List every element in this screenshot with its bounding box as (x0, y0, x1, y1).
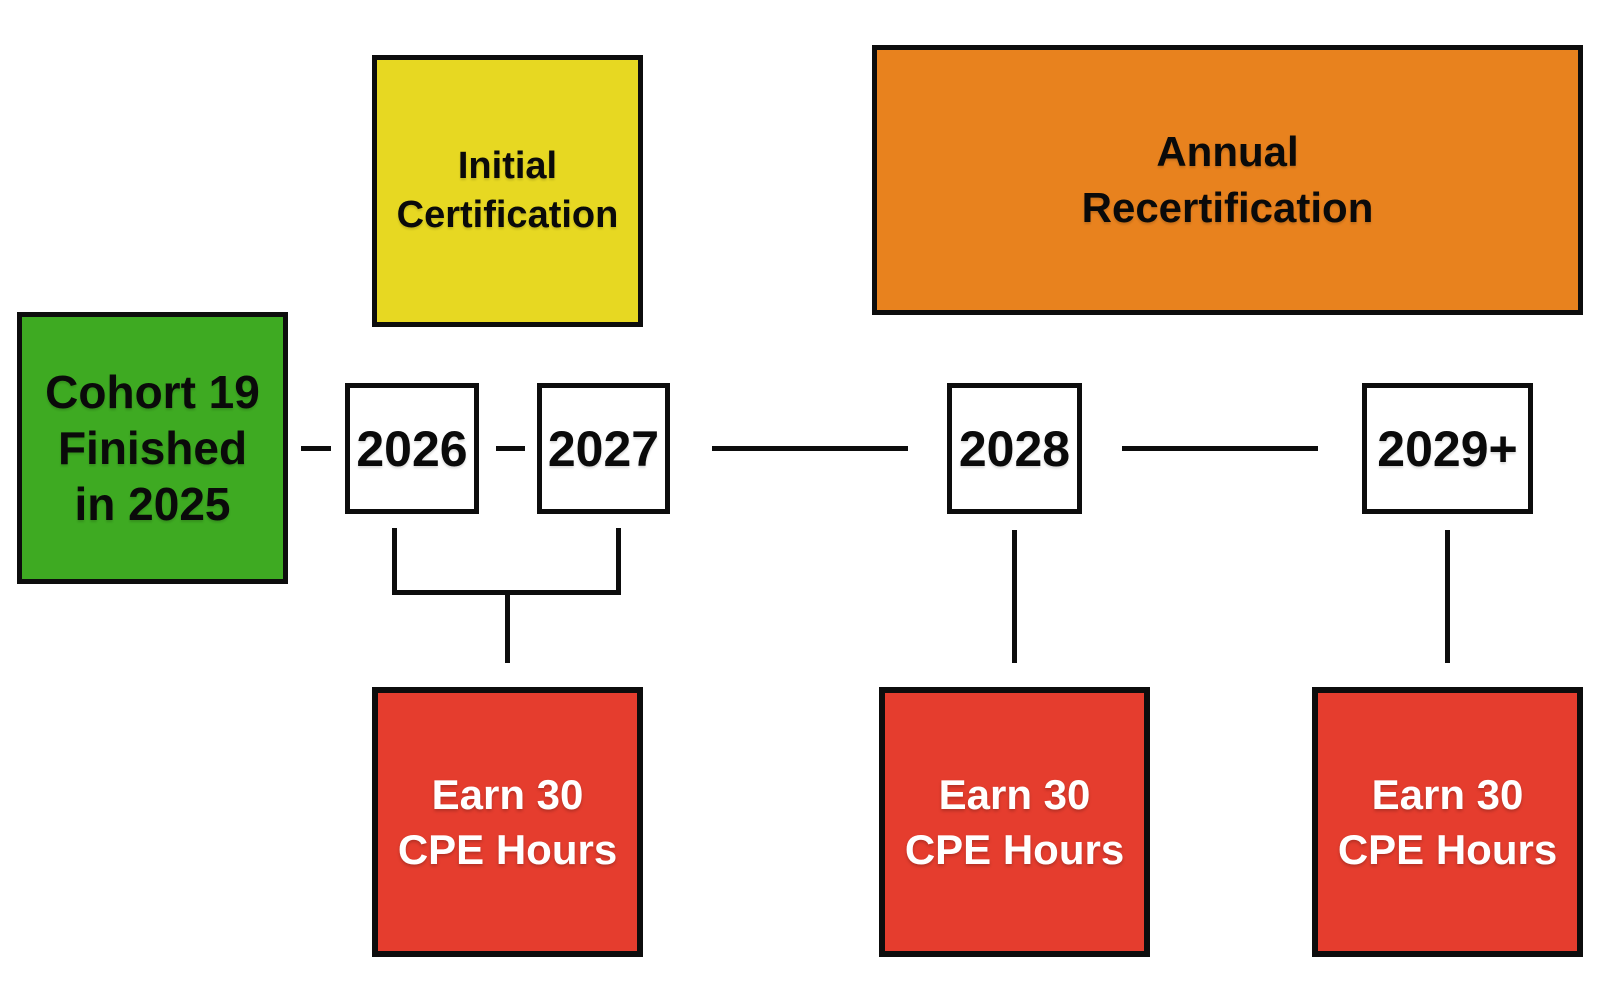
year-box-2028: 2028 (947, 383, 1082, 514)
year-box-2029plus: 2029+ (1362, 383, 1533, 514)
annual-recertification-line-1: Annual (1156, 128, 1299, 175)
bracket-stub-2027 (616, 528, 621, 595)
cpe-text-line-2: CPE Hours (1337, 826, 1558, 873)
cohort-text-line-2: Finished (57, 422, 248, 474)
cpe-box-2028: Earn 30 CPE Hours (879, 687, 1150, 957)
connector-2026-to-2027 (496, 446, 525, 451)
cpe-text-line-2: CPE Hours (397, 826, 618, 873)
initial-certification-line-2: Certification (396, 194, 619, 236)
connector-2027-to-2028 (712, 446, 908, 451)
year-box-2027: 2027 (537, 383, 670, 514)
bracket-stem-to-cpe (505, 595, 510, 663)
initial-certification-line-1: Initial (457, 145, 558, 187)
cohort-text-line-1: Cohort 19 (45, 366, 260, 418)
connector-2029-to-cpe (1445, 530, 1450, 663)
year-label-2028: 2028 (958, 420, 1071, 477)
annual-recertification-box: Annual Recertification (872, 45, 1583, 315)
initial-certification-box: Initial Certification (372, 55, 643, 327)
year-box-2026: 2026 (345, 383, 479, 514)
cpe-text-line-1: Earn 30 (431, 771, 584, 818)
cpe-text-line-2: CPE Hours (904, 826, 1125, 873)
connector-cohort-to-2026 (301, 446, 331, 451)
annual-recertification-line-2: Recertification (1081, 184, 1374, 231)
cohort-finished-box: Cohort 19 Finished in 2025 (17, 312, 288, 584)
year-label-2027: 2027 (547, 420, 660, 477)
connector-2028-to-2029 (1122, 446, 1318, 451)
cohort-text-line-3: in 2025 (74, 478, 231, 530)
cpe-text-line-1: Earn 30 (938, 771, 1091, 818)
cpe-text-line-1: Earn 30 (1371, 771, 1524, 818)
year-label-2026: 2026 (356, 420, 468, 477)
cpe-box-2026-2027: Earn 30 CPE Hours (372, 687, 643, 957)
connector-2028-to-cpe (1012, 530, 1017, 663)
bracket-horizontal (392, 590, 621, 595)
bracket-stub-2026 (392, 528, 397, 595)
cpe-box-2029plus: Earn 30 CPE Hours (1312, 687, 1583, 957)
year-label-2029plus: 2029+ (1377, 420, 1518, 477)
